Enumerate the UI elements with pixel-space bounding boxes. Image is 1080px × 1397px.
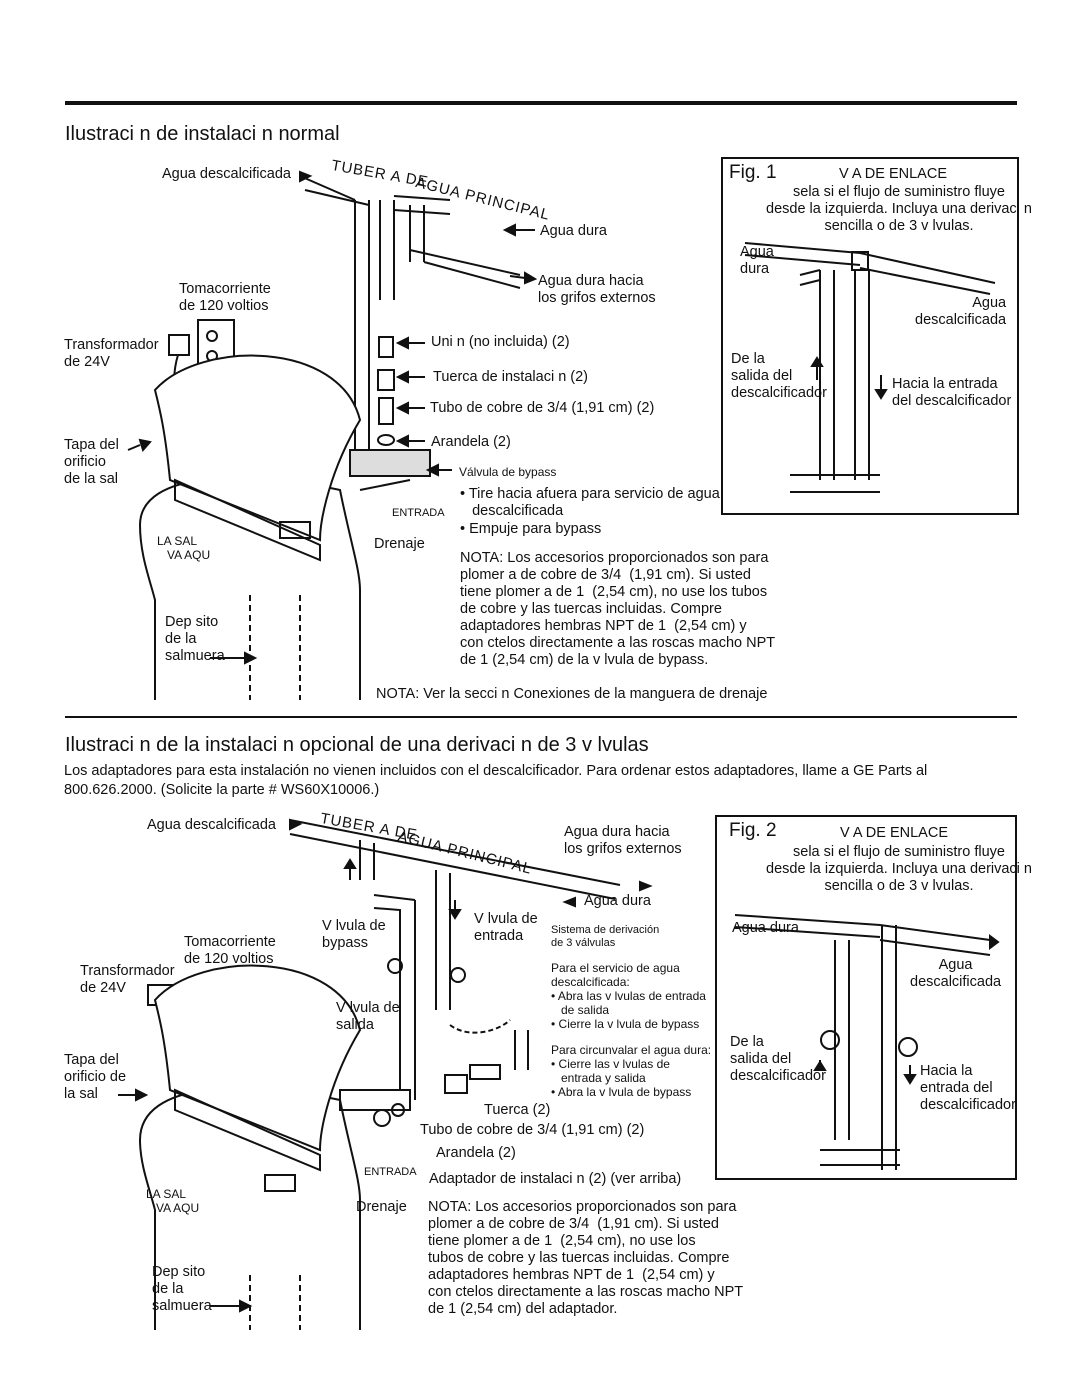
label-union: Uni n (no incluida) (2) bbox=[431, 334, 570, 350]
label-drenaje: Drenaje bbox=[374, 536, 425, 552]
label-transformador: Transformador de 24V bbox=[64, 337, 159, 370]
s2-deposito: Dep sito de la salmuera bbox=[152, 1264, 212, 1314]
label-tuerca: Tuerca de instalaci n (2) bbox=[433, 369, 589, 385]
bullet-tire: • Tire hacia afuera para servicio de agu… bbox=[460, 486, 720, 519]
label-la-sal: LA SAL VA AQU bbox=[157, 534, 211, 562]
section-divider bbox=[65, 716, 1017, 718]
s2-drenaje: Drenaje bbox=[356, 1199, 407, 1215]
section2-intro: Los adaptadores para esta instalación no… bbox=[64, 763, 928, 798]
s2-transformador: Transformador de 24V bbox=[80, 963, 175, 996]
label-entrada: ENTRADA bbox=[392, 507, 445, 519]
label-tubo-cm: (1,91 cm) (2) bbox=[571, 400, 655, 416]
s2-tubo-cm: (1,91 cm) (2) bbox=[561, 1122, 645, 1138]
s2-sistema: Sistema de derivación de 3 válvulas bbox=[551, 924, 660, 949]
section2-title: Ilustraci n de la instalaci n opcional d… bbox=[65, 734, 649, 756]
s2-agua-dura-hacia: Agua dura hacia los grifos externos bbox=[564, 824, 682, 857]
s2-servicio: Para el servicio de agua descalcificada:… bbox=[551, 961, 706, 1031]
s2-agua-dura: Agua dura bbox=[584, 893, 651, 909]
bullet-empuje: • Empuje para bypass bbox=[460, 521, 602, 537]
note-2: NOTA: Los accesorios proporcionados son … bbox=[428, 1199, 744, 1317]
label-tubo-size: Tubo de cobre de 3/4 bbox=[430, 400, 568, 416]
label-deposito: Dep sito de la salmuera bbox=[165, 614, 225, 664]
fig2-agua-dura: Agua dura bbox=[732, 920, 799, 936]
label-agua-dura: Agua dura bbox=[540, 223, 607, 239]
fig1-box bbox=[721, 157, 1019, 515]
tuberia-label-1b: AGUA PRINCIPAL bbox=[413, 174, 552, 224]
s2-valvula-salida: V lvula de salida bbox=[336, 1000, 400, 1033]
label-tomacorriente: Tomacorriente de 120 voltios bbox=[179, 281, 271, 314]
note-1: NOTA: Los accesorios proporcionados son … bbox=[460, 550, 776, 668]
label-arandela: Arandela (2) bbox=[431, 434, 511, 450]
fig1-heading: V A DE ENLACE bbox=[839, 166, 947, 182]
fig1-hacia-entrada: Hacia la entrada del descalcificador bbox=[892, 376, 1012, 409]
top-rule bbox=[65, 101, 1017, 105]
label-tubo: Tubo de cobre de 3/4 (1,91 cm) (2) bbox=[430, 400, 654, 417]
fig2-desc: sela si el flujo de suministro fluye des… bbox=[766, 844, 1032, 894]
label-tapa: Tapa del orificio de la sal bbox=[64, 437, 119, 487]
fig1-agua-dura: Agua dura bbox=[740, 244, 774, 277]
s2-tapa: Tapa del orificio de la sal bbox=[64, 1052, 127, 1102]
s2-tuerca: Tuerca (2) bbox=[484, 1102, 551, 1118]
fig1-de-la-salida: De la salida del descalcificador bbox=[731, 351, 827, 401]
s2-arandela: Arandela (2) bbox=[436, 1145, 516, 1161]
tuberia-label-2b: AGUA PRINCIPAL bbox=[395, 828, 534, 878]
fig2-title: Fig. 2 bbox=[729, 820, 777, 841]
s2-valvula-bypass: V lvula de bypass bbox=[322, 918, 386, 951]
s2-tubo-size: Tubo de cobre de 3/4 bbox=[420, 1122, 558, 1138]
note-drenaje: NOTA: Ver la secci n Conexiones de la ma… bbox=[376, 686, 768, 702]
fig1-title: Fig. 1 bbox=[729, 162, 777, 183]
fig1-agua-descalcificada: Agua descalcificada bbox=[915, 295, 1007, 328]
s2-circunvalar: Para circunvalar el agua dura: • Cierre … bbox=[551, 1043, 712, 1099]
label-agua-dura-hacia: Agua dura hacia los grifos externos bbox=[538, 273, 656, 306]
fig2-agua-descalcificada: Agua descalcificada bbox=[910, 957, 1002, 990]
s2-entrada: ENTRADA bbox=[364, 1166, 417, 1178]
s2-tubo: Tubo de cobre de 3/4 (1,91 cm) (2) bbox=[420, 1122, 644, 1139]
s2-la-sal: LA SAL VA AQU bbox=[146, 1187, 200, 1215]
s2-agua-descalcificada: Agua descalcificada bbox=[147, 817, 276, 833]
s2-valvula-entrada: V lvula de entrada bbox=[474, 911, 538, 944]
fig2-heading: V A DE ENLACE bbox=[840, 825, 948, 841]
s2-adaptador: Adaptador de instalaci n (2) (ver arriba… bbox=[429, 1171, 682, 1187]
label-agua-descalcificada: Agua descalcificada bbox=[162, 166, 291, 182]
fig2-box bbox=[715, 815, 1017, 1180]
section1-title: Ilustraci n de instalaci n normal bbox=[65, 123, 340, 145]
s2-tomacorriente: Tomacorriente de 120 voltios bbox=[184, 934, 276, 967]
fig2-de-la-salida: De la salida del descalcificador bbox=[730, 1034, 826, 1084]
fig1-desc: sela si el flujo de suministro fluye des… bbox=[766, 184, 1032, 234]
fig2-hacia-entrada: Hacia la entrada del descalcificador bbox=[920, 1063, 1016, 1113]
label-valvula-bypass: Válvula de bypass bbox=[459, 465, 557, 479]
